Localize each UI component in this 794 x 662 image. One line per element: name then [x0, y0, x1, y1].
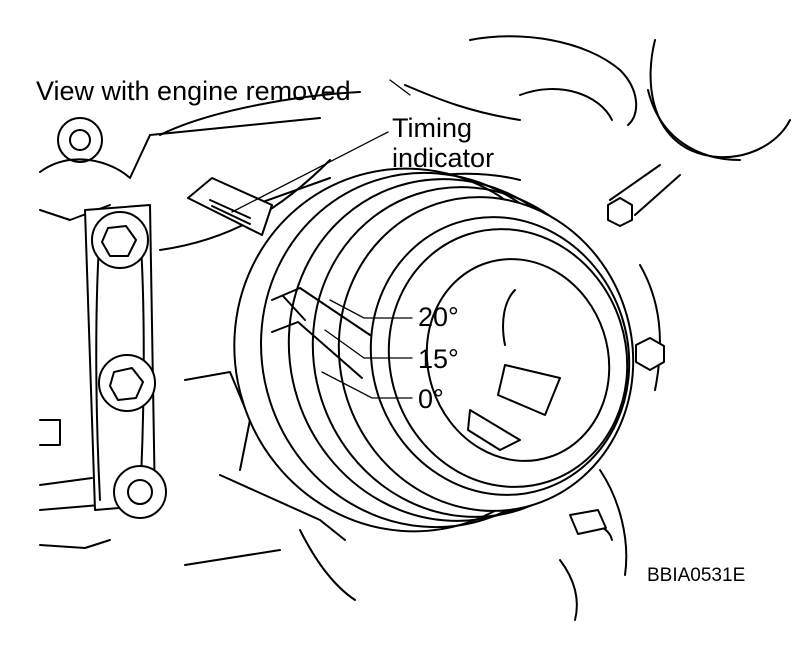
mark-15-label: 15° — [418, 344, 459, 374]
timing-indicator-label-line1: Timing — [392, 113, 473, 143]
timing-marks — [271, 287, 371, 379]
timing-indicator-label-line2: indicator — [392, 143, 495, 173]
right-housing — [647, 39, 791, 161]
bolt-right-middle — [635, 337, 665, 371]
crank-pulley — [233, 167, 635, 533]
mark-0-label: 0° — [418, 384, 444, 414]
upper-left-boss — [57, 117, 103, 163]
bolt-top — [91, 211, 149, 269]
clip-bottom-right — [569, 509, 607, 535]
view-title: View with engine removed — [36, 76, 351, 106]
bolt-middle — [98, 354, 156, 412]
bolt-right-top — [607, 197, 633, 227]
figure-code: BBIA0531E — [647, 565, 746, 586]
mark-20-label: 20° — [418, 302, 459, 332]
timing-indicator — [187, 177, 273, 236]
bolt-bottom — [113, 465, 167, 519]
leader-lines — [231, 79, 413, 399]
